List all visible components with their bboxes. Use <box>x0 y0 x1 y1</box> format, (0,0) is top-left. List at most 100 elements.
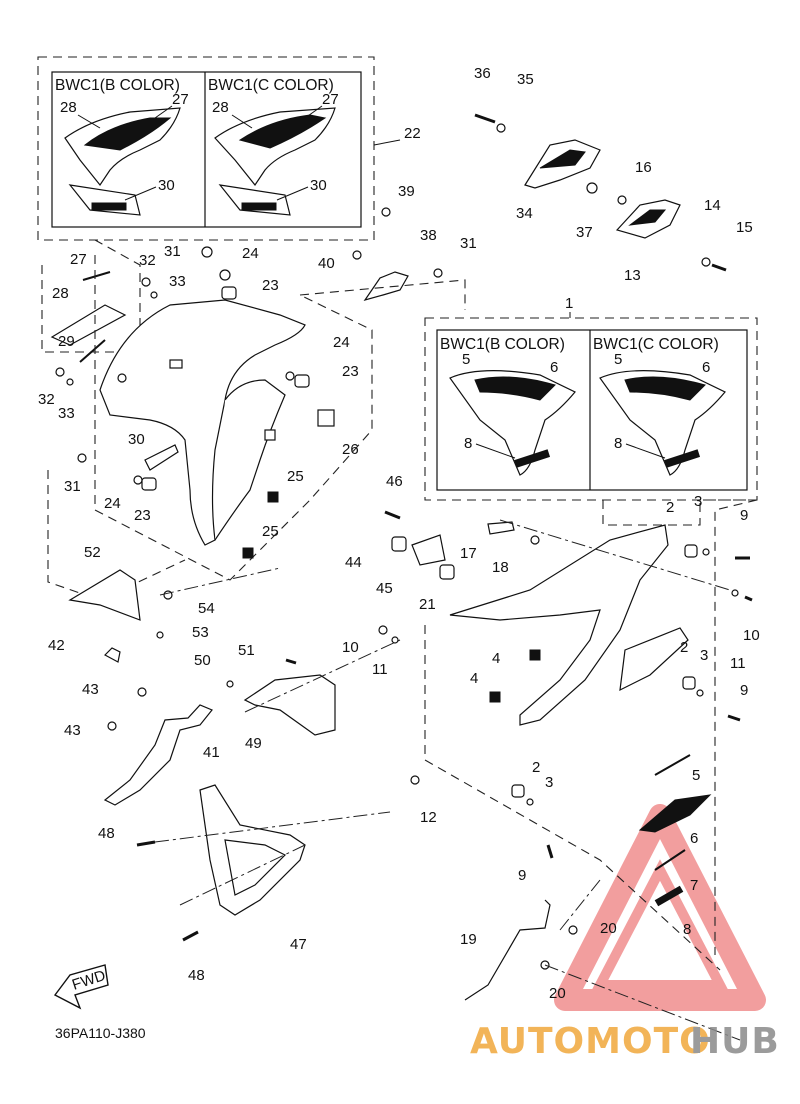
callout-32: 32 <box>139 252 156 269</box>
callout-25: 25 <box>287 468 304 485</box>
callout-8: 8 <box>614 435 622 452</box>
callout-45: 45 <box>376 580 393 597</box>
callout-3: 3 <box>700 647 708 664</box>
callout-21: 21 <box>419 596 436 613</box>
variant-label-c-top: BWC1(C COLOR) <box>208 77 334 94</box>
callout-30: 30 <box>310 177 327 194</box>
reference-lines <box>154 519 741 1041</box>
brackets-lower-left: 52 54 53 42 43 43 41 50 51 49 <box>47 470 336 806</box>
callout-11: 11 <box>372 661 388 678</box>
callout-12: 12 <box>420 809 437 826</box>
callout-8: 8 <box>464 435 472 452</box>
variant-box-right: BWC1(B COLOR) BWC1(C COLOR) 1 5 6 8 5 6 … <box>424 295 758 501</box>
small-parts-lower-right: 2 3 9 5 6 7 8 19 20 20 <box>460 754 712 1002</box>
callout-28: 28 <box>212 99 229 116</box>
callout-10: 10 <box>743 627 760 644</box>
callout-3: 3 <box>545 774 553 791</box>
callout-10: 10 <box>342 639 359 656</box>
callout-24: 24 <box>104 495 121 512</box>
callout-50: 50 <box>194 652 211 669</box>
callout-48: 48 <box>98 825 115 842</box>
callout-14: 14 <box>704 197 721 214</box>
callout-6: 6 <box>550 359 558 376</box>
callout-19: 19 <box>460 931 477 948</box>
callout-31: 31 <box>460 235 477 252</box>
left-decal-group: 27 28 29 <box>41 239 141 363</box>
callout-37: 37 <box>576 224 593 241</box>
callout-25: 25 <box>262 523 279 540</box>
callout-9: 9 <box>518 867 526 884</box>
callout-6: 6 <box>690 830 698 847</box>
callout-36: 36 <box>474 65 491 82</box>
callout-5: 5 <box>614 351 622 368</box>
callout-46: 46 <box>386 473 403 490</box>
callout-22: 22 <box>404 125 421 142</box>
callout-23: 23 <box>262 277 279 294</box>
callout-35: 35 <box>517 71 534 88</box>
callout-9: 9 <box>740 507 748 524</box>
watermark-logo: AUTOMOTO HUB <box>470 1021 780 1062</box>
callout-47: 47 <box>290 936 307 953</box>
callout-28: 28 <box>60 99 77 116</box>
callout-41: 41 <box>203 744 220 761</box>
vent-panels: 36 35 34 37 16 14 15 13 <box>474 65 753 284</box>
callout-34: 34 <box>516 205 533 222</box>
variant-box-top-left: BWC1(B COLOR) BWC1(C COLOR) 22 28 27 30 … <box>37 56 421 241</box>
callout-18: 18 <box>492 559 509 576</box>
callout-27: 27 <box>322 91 339 108</box>
variant-label-b-top: BWC1(B COLOR) <box>55 77 180 94</box>
variant-label-b-right: BWC1(B COLOR) <box>440 336 565 353</box>
callout-53: 53 <box>192 624 209 641</box>
under-cowl: 48 48 47 <box>98 784 307 984</box>
callout-48: 48 <box>188 967 205 984</box>
callout-28: 28 <box>52 285 69 302</box>
callout-54: 54 <box>198 600 215 617</box>
callout-15: 15 <box>736 219 753 236</box>
callout-17: 17 <box>460 545 477 562</box>
callout-44: 44 <box>345 554 362 571</box>
callout-2: 2 <box>680 639 688 656</box>
callout-39: 39 <box>398 183 415 200</box>
callout-43: 43 <box>82 681 99 698</box>
callout-8: 8 <box>683 921 691 938</box>
drawing-code: 36PA110-J380 <box>55 1025 146 1041</box>
callout-23: 23 <box>134 507 151 524</box>
callout-4: 4 <box>492 650 500 667</box>
callout-33: 33 <box>169 273 186 290</box>
callout-23: 23 <box>342 363 359 380</box>
callout-3: 3 <box>694 493 702 510</box>
callout-26: 26 <box>342 441 359 458</box>
callout-29: 29 <box>58 333 75 350</box>
callout-40: 40 <box>318 255 335 272</box>
callout-16: 16 <box>635 159 652 176</box>
watermark-text-tail: HUB <box>690 1021 780 1062</box>
callout-4: 4 <box>470 670 478 687</box>
callout-7: 7 <box>690 877 698 894</box>
callout-33: 33 <box>58 405 75 422</box>
fastener-set-right: 2 3 9 10 11 2 3 9 <box>666 493 760 722</box>
callout-24: 24 <box>242 245 259 262</box>
callout-31: 31 <box>164 243 181 260</box>
callout-2: 2 <box>532 759 540 776</box>
watermark-triangle <box>554 804 766 1011</box>
callout-27: 27 <box>172 91 189 108</box>
callout-49: 49 <box>245 735 262 752</box>
callout-24: 24 <box>333 334 350 351</box>
callout-51: 51 <box>238 642 255 659</box>
callout-43: 43 <box>64 722 81 739</box>
callout-5: 5 <box>462 351 470 368</box>
callout-42: 42 <box>48 637 65 654</box>
side-cowl-lower-right: 4 4 <box>424 499 758 971</box>
bracket-upper-right: 39 38 40 31 <box>299 183 477 310</box>
callout-1: 1 <box>565 295 573 312</box>
callout-6: 6 <box>702 359 710 376</box>
callout-2: 2 <box>666 499 674 516</box>
callout-30: 30 <box>158 177 175 194</box>
callout-30: 30 <box>128 431 145 448</box>
callout-5: 5 <box>692 767 700 784</box>
variant-label-c-right: BWC1(C COLOR) <box>593 336 719 353</box>
callout-31: 31 <box>64 478 81 495</box>
callout-20: 20 <box>600 920 617 937</box>
fwd-arrow-icon: FWD <box>53 964 109 1010</box>
